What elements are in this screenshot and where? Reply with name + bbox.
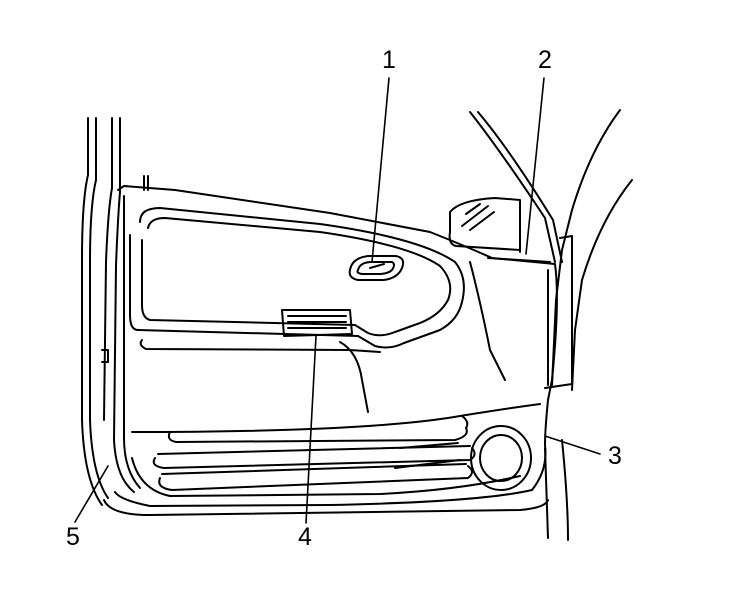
- mirror-and-glass: [448, 111, 563, 381]
- door-speaker: [470, 425, 532, 491]
- leader-line-1: [371, 77, 390, 263]
- inside-door-handle: [348, 255, 405, 281]
- callout-1: 1: [382, 46, 396, 74]
- door-frame-left: [81, 117, 135, 506]
- callout-5: 5: [66, 523, 80, 551]
- leader-line-3: [544, 435, 601, 455]
- leader-line-2: [525, 77, 545, 255]
- leader-lines: [74, 77, 601, 524]
- door-edge-right: [544, 109, 633, 541]
- callout-4: 4: [298, 523, 312, 551]
- callout-3: 3: [608, 442, 622, 470]
- door-panel-outline: [103, 175, 558, 516]
- leader-line-4: [305, 335, 317, 524]
- upper-trim-pocket: [129, 207, 465, 413]
- leader-line-5: [74, 465, 109, 523]
- lower-door-pocket: [131, 403, 541, 497]
- callout-2: 2: [538, 46, 552, 74]
- power-window-switch: [281, 309, 353, 337]
